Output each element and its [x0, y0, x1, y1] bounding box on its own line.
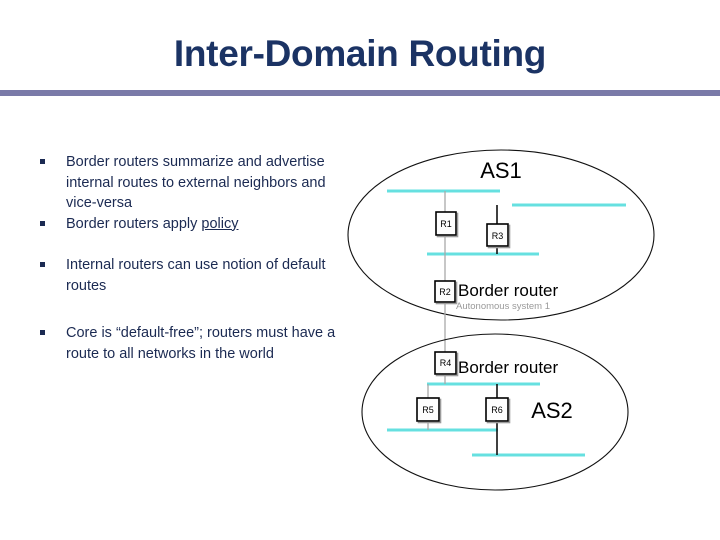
- list-item-label: Core is “default-free”; routers must hav…: [66, 325, 336, 362]
- router-r3: R3: [486, 223, 509, 247]
- list-item-text: Border routers apply: [66, 215, 202, 232]
- title-divider: [0, 90, 720, 96]
- router-r5-label: R5: [422, 405, 434, 415]
- router-r6-label: R6: [491, 405, 503, 415]
- as2-border-router-label: Border router: [458, 358, 558, 377]
- router-r6: R6: [485, 397, 509, 422]
- router-r4: R4: [434, 351, 457, 375]
- bullet-square-icon: [40, 255, 66, 267]
- router-r1: R1: [435, 211, 457, 236]
- network-diagram: R1 R3 R2 AS1 Border router Autonomous sy…: [340, 140, 710, 510]
- as1-label: AS1: [480, 158, 522, 183]
- as1-caption: Autonomous system 1: [456, 301, 550, 312]
- list-item: Border routers apply policy: [40, 214, 350, 235]
- bullet-square-icon: [40, 214, 66, 226]
- router-r2-label: R2: [439, 287, 451, 297]
- policy-link[interactable]: policy: [201, 215, 239, 232]
- router-r4-label: R4: [440, 358, 452, 368]
- as2-label: AS2: [531, 398, 573, 423]
- router-r2: R2: [434, 280, 456, 303]
- bullet-list: Border routers summarize and advertise i…: [40, 152, 350, 364]
- list-item: Core is “default-free”; routers must hav…: [40, 323, 350, 364]
- as1-border-router-label: Border router: [458, 281, 558, 300]
- list-item-label: Border routers summarize and advertise i…: [66, 154, 326, 211]
- list-item: Border routers summarize and advertise i…: [40, 152, 350, 214]
- bullet-square-icon: [40, 323, 66, 335]
- router-r5: R5: [416, 397, 440, 422]
- bullet-square-icon: [40, 152, 66, 164]
- list-item-label: Internal routers can use notion of defau…: [66, 257, 326, 294]
- page-title: Inter-Domain Routing: [173, 33, 547, 74]
- list-item: Internal routers can use notion of defau…: [40, 255, 350, 296]
- router-r3-label: R3: [492, 231, 504, 241]
- router-r1-label: R1: [440, 219, 452, 229]
- list-item-label: Border routers apply policy: [66, 214, 350, 235]
- as1-boundary: [347, 149, 655, 321]
- as2-boundary: [361, 333, 629, 491]
